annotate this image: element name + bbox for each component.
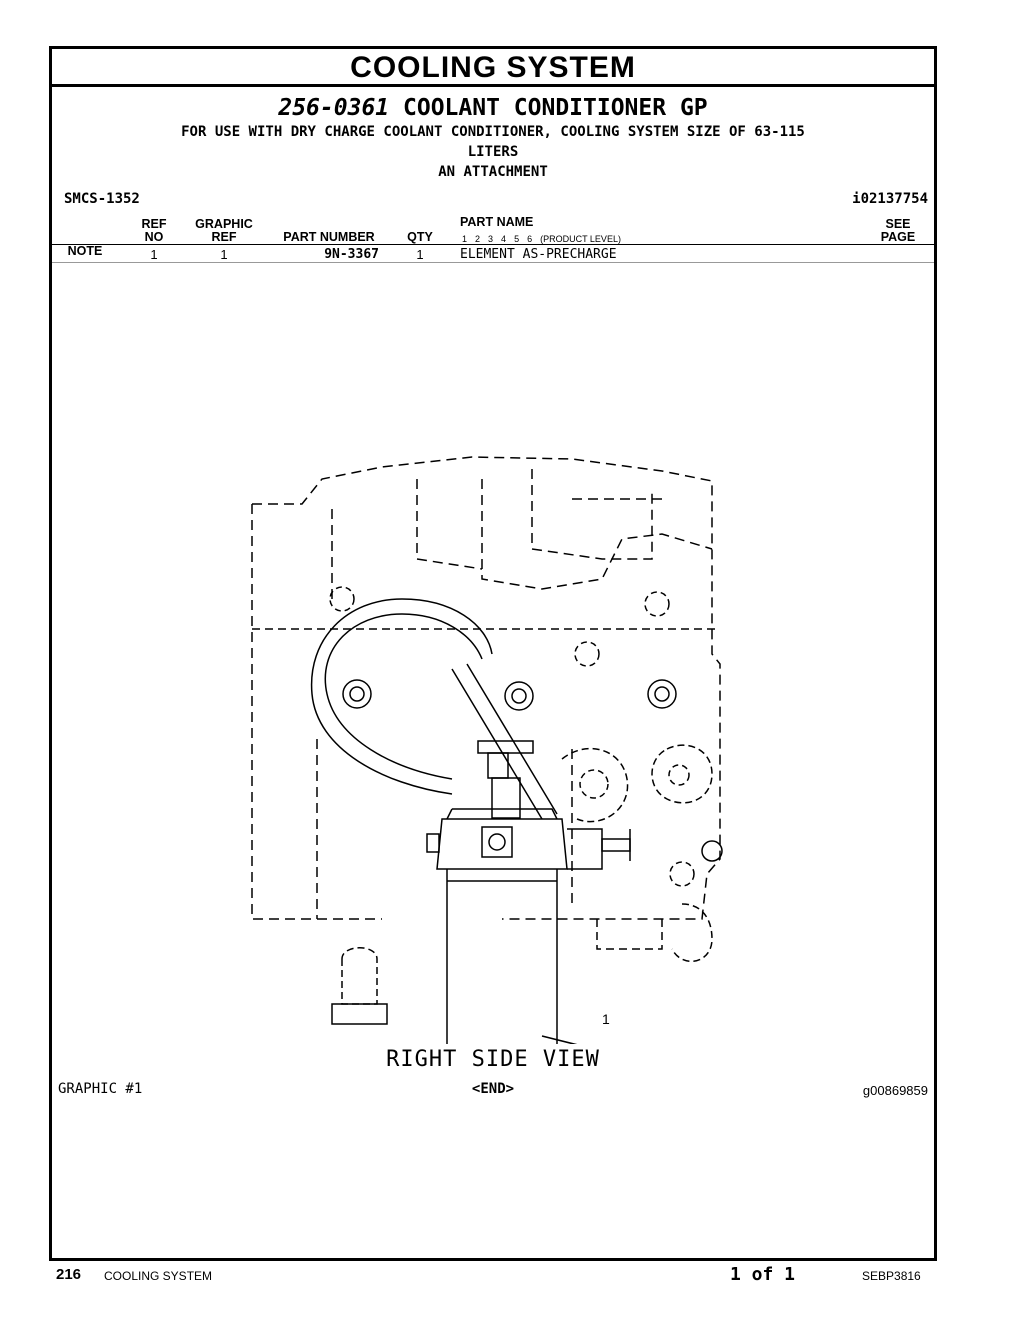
parts-page-frame: COOLING SYSTEM 256-0361 COOLANT CONDITIO… [49,46,937,1261]
row-qty: 1 [416,247,424,262]
info-id: i02137754 [852,191,928,207]
header-part-name: PART NAME [460,215,534,229]
smcs-code: SMCS-1352 [64,191,140,207]
group-name: COOLANT CONDITIONER GP [403,95,708,121]
footer-page-number: 216 [56,1266,82,1283]
title-bar: COOLING SYSTEM [52,49,934,87]
footer-section: COOLING SYSTEM [104,1269,213,1283]
view-label: RIGHT SIDE VIEW [386,1047,600,1072]
header-note: NOTE [67,244,103,258]
footer-doc-id: SEBP3816 [862,1269,921,1283]
row-rule [52,262,934,263]
callout-1: 1 [602,1011,610,1027]
graphic-id: g00869859 [862,1083,928,1098]
header-part-number: PART NUMBER [283,230,375,244]
graphic-label: GRAPHIC #1 [58,1081,143,1097]
header-rule [52,244,934,245]
group-description-line: AN ATTACHMENT [438,164,548,180]
group-description-line: LITERS [467,144,519,160]
section-title: COOLING SYSTEM [350,51,636,84]
row-part-name: ELEMENT AS-PRECHARGE [460,247,617,262]
row-part-number[interactable]: 9N-3367 [324,247,379,262]
row-graphic-ref: 1 [220,247,228,262]
group-heading: 256-0361 COOLANT CONDITIONER GP [52,95,934,121]
header-qty: QTY [407,230,433,244]
end-marker: <END> [471,1081,515,1097]
group-number: 256-0361 [278,95,390,121]
footer-page-of: 1 of 1 [730,1264,796,1285]
row-ref-no: 1 [150,247,158,262]
coolant-conditioner-drawing [251,456,723,1044]
group-description-line: FOR USE WITH DRY CHARGE COOLANT CONDITIO… [181,124,805,140]
